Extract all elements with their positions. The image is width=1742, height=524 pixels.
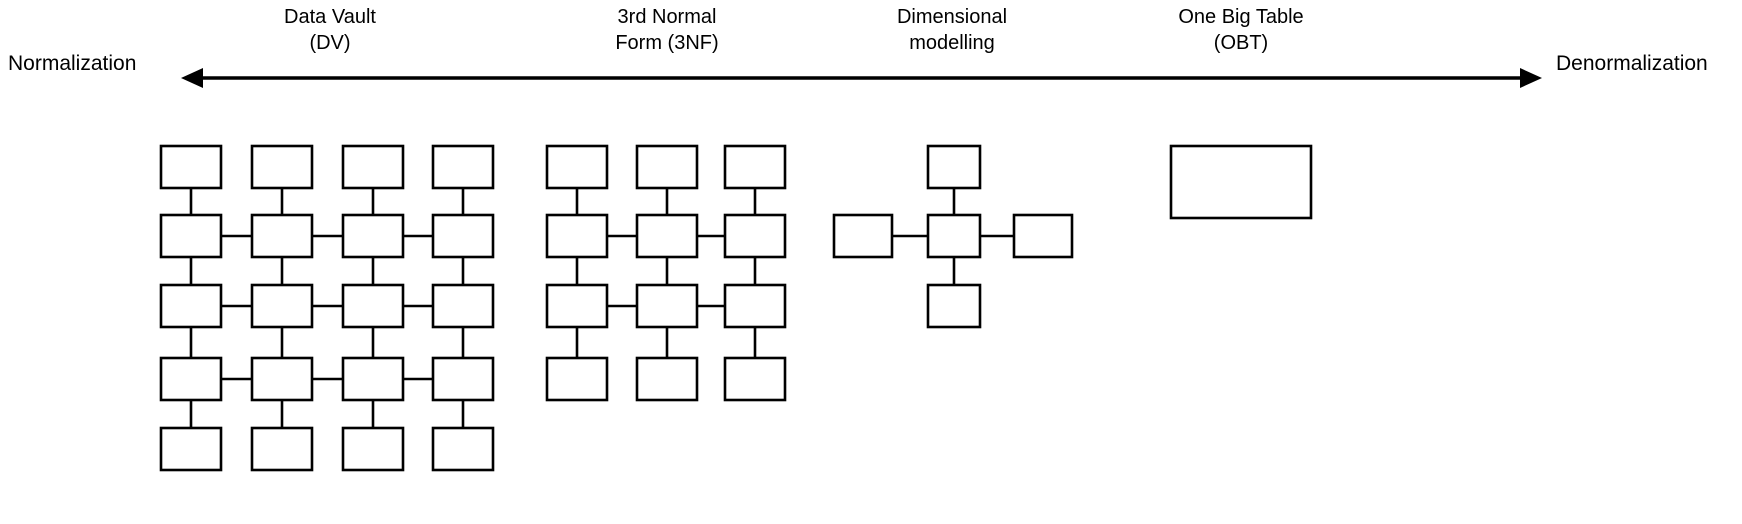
table-box [159,356,223,402]
schema-one-big-table [1169,144,1313,220]
dimension-box [832,213,894,259]
schema-dimensional-modelling [832,144,1074,329]
table-box [431,213,495,259]
group-label-data-vault: Data Vault (DV) [200,4,460,56]
table-box [545,213,609,259]
table-box [545,356,609,402]
normalization-axis-arrow [181,68,1542,88]
table-box [159,213,223,259]
group-label-line2: (OBT) [1213,32,1269,54]
group-label-line1: 3rd Normal [617,6,717,28]
group-label-line2: modelling [909,32,995,54]
one-big-table-box [1169,144,1313,220]
table-box [159,144,223,190]
table-box [723,283,787,329]
table-box [250,426,314,472]
table-box [341,213,405,259]
table-box [250,213,314,259]
arrow-right-icon [1520,68,1542,88]
table-box [341,356,405,402]
table-box [250,283,314,329]
table-box [431,356,495,402]
group-label-line2: Form (3NF) [615,32,719,54]
group-label-line1: One Big Table [1178,6,1304,28]
table-box [159,283,223,329]
table-box [250,144,314,190]
table-box [431,144,495,190]
table-box [341,283,405,329]
arrow-left-icon [181,68,203,88]
fact-box [926,213,982,259]
dimension-box [926,144,982,190]
group-label-dimensional-modelling: Dimensional modelling [822,4,1082,56]
group-label-line2: (DV) [309,32,351,54]
table-box [635,144,699,190]
table-box [341,426,405,472]
table-box [723,356,787,402]
group-label-line1: Data Vault [284,6,376,28]
schema-data-vault [159,144,495,472]
dimension-box [926,283,982,329]
axis-label-denormalization: Denormalization [1556,52,1708,75]
schema-third-normal-form [545,144,787,402]
table-box [545,144,609,190]
table-box [635,283,699,329]
table-box [431,426,495,472]
table-box [545,283,609,329]
table-box [723,144,787,190]
table-box [159,426,223,472]
table-box [431,283,495,329]
table-box [635,213,699,259]
dimension-box [1012,213,1074,259]
axis-label-normalization: Normalization [8,52,137,75]
group-label-third-normal-form: 3rd Normal Form (3NF) [537,4,797,56]
table-box [723,213,787,259]
group-label-line1: Dimensional [896,6,1008,28]
group-label-one-big-table: One Big Table (OBT) [1111,4,1371,56]
table-box [635,356,699,402]
table-box [341,144,405,190]
table-box [250,356,314,402]
